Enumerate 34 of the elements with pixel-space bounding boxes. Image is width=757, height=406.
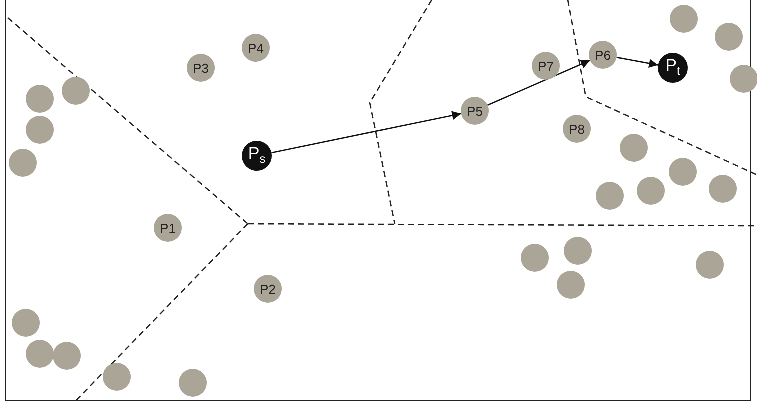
point-circle	[596, 182, 624, 210]
point-circle	[26, 85, 54, 113]
point-node: P2	[254, 275, 282, 303]
point-circle	[730, 65, 757, 93]
point-node: P1	[154, 214, 182, 242]
arrow	[272, 111, 462, 154]
point-circle	[709, 175, 737, 203]
point-node: P5	[461, 97, 489, 125]
point-node: P8	[563, 115, 591, 143]
point-circle	[53, 342, 81, 370]
point-circle	[12, 309, 40, 337]
point-circle	[9, 149, 37, 177]
point-circle	[696, 251, 724, 279]
point-circle	[715, 23, 743, 51]
point-circle	[637, 177, 665, 205]
point-circle	[564, 237, 592, 265]
point-node: P3	[187, 54, 215, 82]
point-circle	[670, 5, 698, 33]
point-circle	[620, 134, 648, 162]
point-circle	[62, 77, 90, 105]
point-node: P4	[242, 34, 270, 62]
arrow	[616, 56, 658, 68]
point-circle	[669, 158, 697, 186]
point-circle	[557, 271, 585, 299]
point-node: P6	[589, 41, 617, 69]
point-circle	[179, 369, 207, 397]
point-circle	[103, 363, 131, 391]
endpoint-node: P$_{t}$	[658, 53, 688, 83]
arrow	[488, 60, 590, 106]
point-circle	[521, 244, 549, 272]
point-node: P7	[532, 52, 560, 80]
point-circle	[26, 340, 54, 368]
endpoint-node: P$_{s}$	[242, 141, 272, 171]
point-circle	[26, 116, 54, 144]
